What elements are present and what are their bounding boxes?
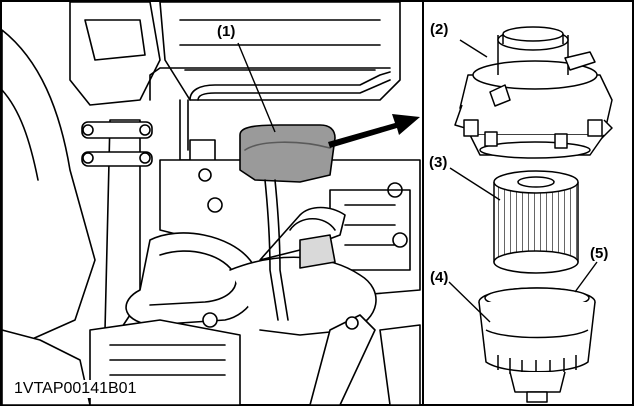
callout-2: (2) [430, 21, 449, 38]
leader-line-2 [459, 39, 488, 58]
callout-1: (1) [217, 23, 236, 40]
leader-line-3 [449, 167, 501, 201]
leader-line-5 [574, 261, 598, 293]
direction-arrow [328, 114, 420, 148]
filter-head [454, 26, 613, 159]
filter-bowl [478, 287, 596, 403]
leader-line-1 [237, 42, 276, 133]
filter-cartridge [493, 170, 579, 274]
leader-line-4 [448, 281, 491, 323]
callout-3: (3) [429, 154, 448, 171]
callout-4: (4) [430, 269, 449, 286]
figure-id-label: 1VTAP00141B01 [12, 380, 139, 398]
callout-5: (5) [590, 245, 609, 262]
